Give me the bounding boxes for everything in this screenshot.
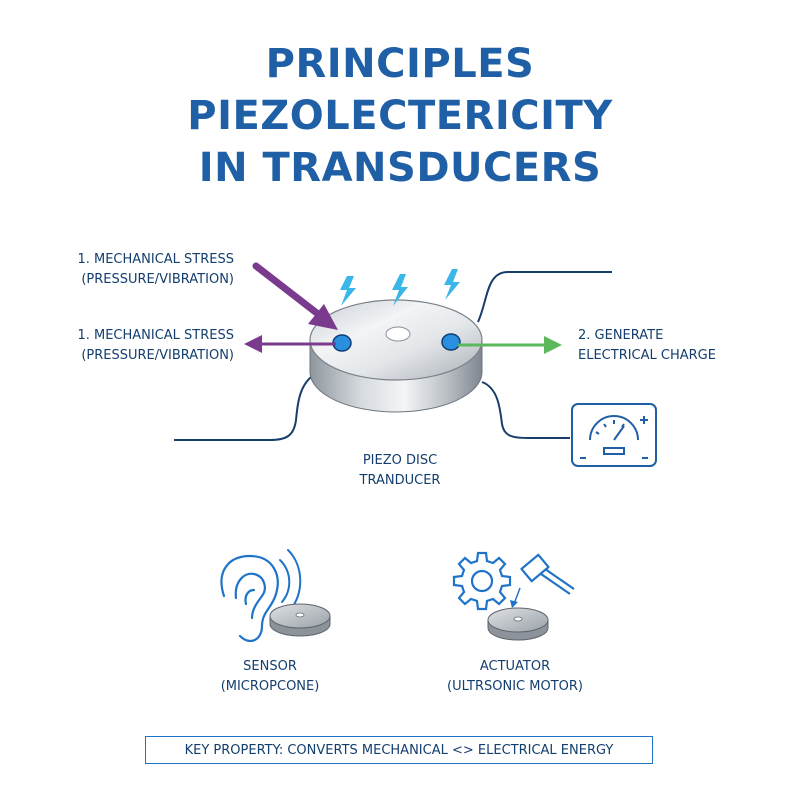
stress-in-label: 1. MECHANICAL STRESS (PRESSURE/VIBRATION… xyxy=(77,252,234,287)
stress-out-label: 1. MECHANICAL STRESS (PRESSURE/VIBRATION… xyxy=(77,328,234,363)
disc-label: PIEZO DISC TRANDUCER xyxy=(359,453,441,488)
sensor-label: SENSOR (MICROPCONE) xyxy=(220,659,320,694)
wire-top-right xyxy=(477,271,612,323)
electrode-right xyxy=(441,333,461,351)
stress-arrow-diagonal xyxy=(252,262,338,330)
voltmeter-icon xyxy=(571,403,657,467)
actuator-disc xyxy=(487,607,549,641)
stress-arrow-left xyxy=(244,335,336,353)
disc-center-hole xyxy=(385,326,411,342)
title-line-3: IN TRANSDUCERS xyxy=(198,145,602,191)
charge-label: 2. GENERATE ELECTRICAL CHARGE xyxy=(578,328,716,363)
hammer-icon xyxy=(520,553,575,595)
wire-bottom-right xyxy=(481,381,570,439)
piezo-disc xyxy=(309,299,483,413)
page-title: PRINCIPLES PIEZOLECTERICITY IN TRANSDUCE… xyxy=(0,38,800,194)
gear-icon xyxy=(452,551,512,611)
charge-arrow xyxy=(458,336,562,354)
key-property-box: KEY PROPERTY: CONVERTS MECHANICAL <> ELE… xyxy=(145,736,653,764)
title-line-2: PIEZOLECTERICITY xyxy=(187,93,613,139)
key-property-text: KEY PROPERTY: CONVERTS MECHANICAL <> ELE… xyxy=(184,742,614,758)
sound-wave-icon xyxy=(279,549,302,611)
title-line-1: PRINCIPLES xyxy=(265,41,535,87)
actuator-label: ACTUATOR (ULTRSONIC MOTOR) xyxy=(447,659,583,694)
ear-icon xyxy=(220,554,279,643)
lightning-icon xyxy=(340,269,460,306)
wire-bottom-left xyxy=(174,371,319,441)
sensor-disc xyxy=(269,603,331,637)
